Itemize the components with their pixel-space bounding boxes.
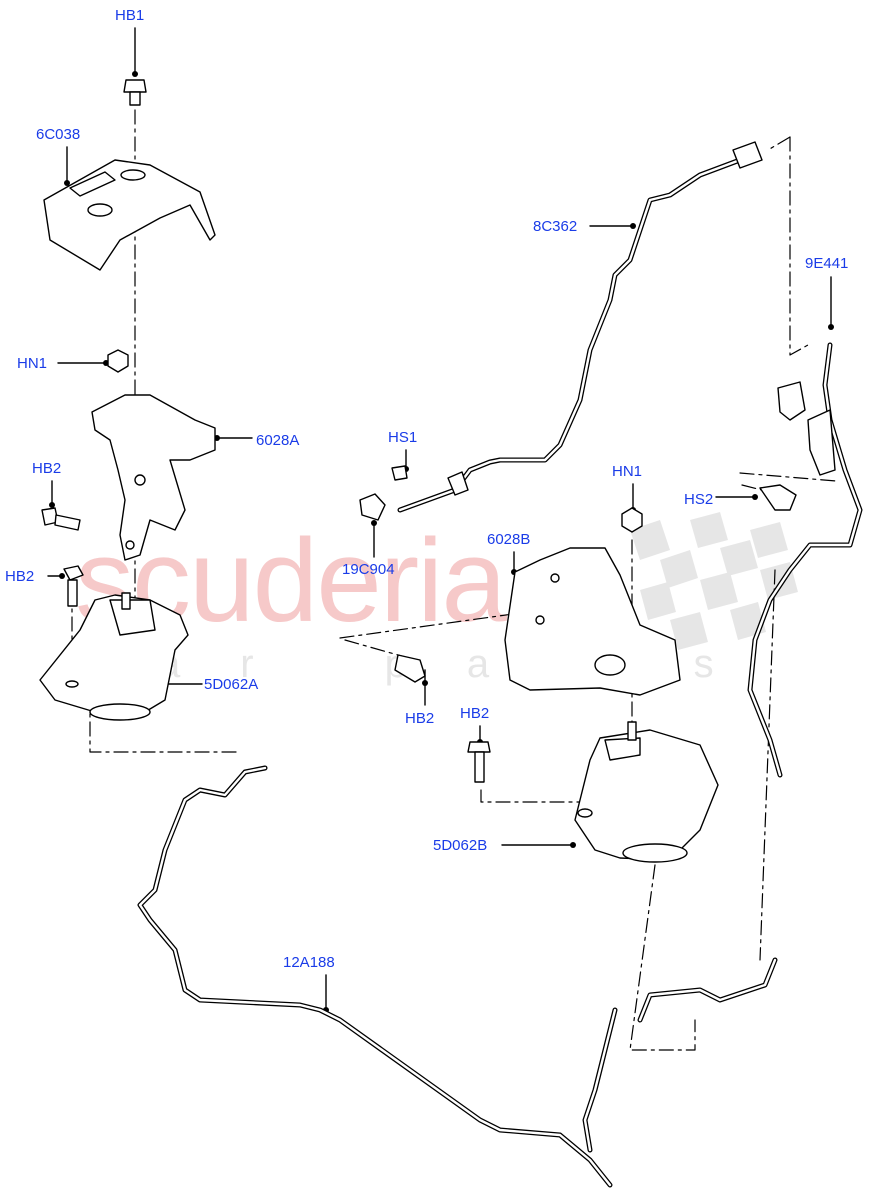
hn1-nut-right-part	[621, 507, 643, 533]
sensor-19c904-part	[359, 471, 469, 521]
callout-19c904[interactable]: 19C904	[342, 561, 395, 578]
leader-lines	[47, 27, 832, 1010]
sensor-9e441-part	[777, 381, 836, 476]
hb2-bolt-left-upper-part	[41, 507, 81, 531]
callout-hb1[interactable]: HB1	[115, 7, 145, 24]
callout-hn1-right[interactable]: HN1	[612, 463, 643, 480]
callout-hn1-left[interactable]: HN1	[17, 355, 48, 372]
callout-hb2-left-upper[interactable]: HB2	[32, 460, 62, 477]
hose-12a188-part	[137, 765, 613, 1188]
callout-hb2-center[interactable]: HB2	[405, 710, 435, 727]
hb1-bolt-part	[123, 79, 147, 106]
checkered-flag-watermark	[630, 512, 798, 650]
hb2-bolt-left-lower-part	[63, 565, 84, 607]
callout-hb2-right[interactable]: HB2	[460, 705, 490, 722]
engine-mount-5d062b-part	[574, 721, 719, 863]
callout-5d062b[interactable]: 5D062B	[433, 837, 488, 854]
callout-5d062a[interactable]: 5D062A	[204, 676, 259, 693]
callout-6028a[interactable]: 6028A	[256, 432, 300, 449]
callout-hs1[interactable]: HS1	[388, 429, 418, 446]
engine-mount-5d062a-part	[39, 592, 189, 721]
callout-9e441[interactable]: 9E441	[805, 255, 849, 272]
hs1-screw-part	[391, 465, 408, 481]
bracket-6028b-part	[504, 547, 681, 696]
callout-hs2[interactable]: HS2	[684, 491, 714, 508]
heat-shield-6c038-part	[43, 159, 216, 271]
hs2-bolt-part	[759, 484, 797, 511]
connector-8c362-part	[732, 141, 763, 169]
bracket-6028a-part	[91, 394, 216, 561]
callout-8c362[interactable]: 8C362	[533, 218, 578, 235]
callout-6028b[interactable]: 6028B	[487, 531, 531, 548]
hose-12a188-part-inner	[138, 766, 612, 1187]
hb2-bolt-center-part	[394, 654, 426, 683]
hb2-bolt-right-part	[467, 741, 491, 783]
callout-hb2-left-lower[interactable]: HB2	[5, 568, 35, 585]
callout-12a188[interactable]: 12A188	[283, 954, 335, 971]
hn1-nut-left-part	[107, 349, 129, 373]
callout-6c038[interactable]: 6C038	[36, 126, 81, 143]
hose-right-lower-part	[582, 957, 778, 1153]
